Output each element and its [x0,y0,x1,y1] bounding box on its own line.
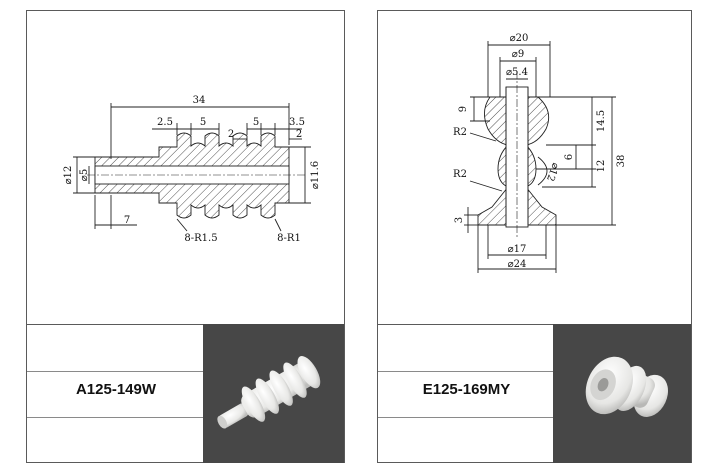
dim-gap-a: 2 [228,129,234,140]
dim-groove-dia: ⌀11.6 [310,161,321,189]
dim-radius-upper: R2 [453,127,467,138]
dim-top-dia: ⌀20 [510,33,529,44]
dim-mid-height: 6 [564,154,575,160]
ceramic-spool-photo-icon [585,356,669,417]
part-code-label: E125-169MY [422,381,511,398]
dim-step-b: 3.5 [289,117,305,128]
dim-overall-length: 34 [193,95,206,106]
part-card-e125: ⌀20 ⌀9 ⌀5.4 9 R2 R2 14.5 6 12 38 ⌀12 3 ⌀… [377,10,692,463]
dim-step-a: 2.5 [157,117,173,128]
product-photo [203,324,344,463]
part-footer: E125-169MY [378,324,691,463]
dim-bore-dia: ⌀5 [79,169,90,181]
technical-drawing-a125: 34 2.5 5 2 5 3.5 2 ⌀12 ⌀5 ⌀11.6 7 8-R1.5… [63,95,321,244]
dim-neck-dia: ⌀9 [512,49,524,60]
part-card-a125: 34 2.5 5 2 5 3.5 2 ⌀12 ⌀5 ⌀11.6 7 8-R1.5… [26,10,345,463]
dim-bore-dia: ⌀5.4 [506,67,528,78]
product-photo [553,324,691,463]
dim-base-dia: ⌀24 [508,259,527,270]
dim-pitch-b: 5 [253,117,259,128]
dim-radius-lower: R2 [453,169,467,180]
dim-total-height: 38 [616,155,627,168]
technical-drawing-e125: ⌀20 ⌀9 ⌀5.4 9 R2 R2 14.5 6 12 38 ⌀12 3 ⌀… [453,33,627,273]
dim-base-inner-dia: ⌀17 [508,244,527,255]
part-footer: A125-149W [27,324,344,463]
dim-upper-height: 14.5 [596,110,607,132]
dim-shank-length: 7 [124,215,130,226]
dim-radius-b: 8-R1 [277,233,301,244]
part-code-box: A125-149W [27,324,205,463]
dim-angle: ⌀12 [544,161,561,182]
dim-radius-a: 8-R1.5 [184,233,217,244]
part-code-box: E125-169MY [378,324,555,463]
dim-base-height: 3 [454,217,465,223]
ceramic-bobbin-photo-icon [217,356,321,429]
dim-gap-b: 2 [296,129,302,140]
part-code-label: A125-149W [75,381,157,398]
dim-outer-dia: ⌀12 [63,166,74,185]
dim-mid2-height: 12 [596,160,607,173]
dim-top-height: 9 [458,106,469,112]
dim-pitch-a: 5 [200,117,206,128]
